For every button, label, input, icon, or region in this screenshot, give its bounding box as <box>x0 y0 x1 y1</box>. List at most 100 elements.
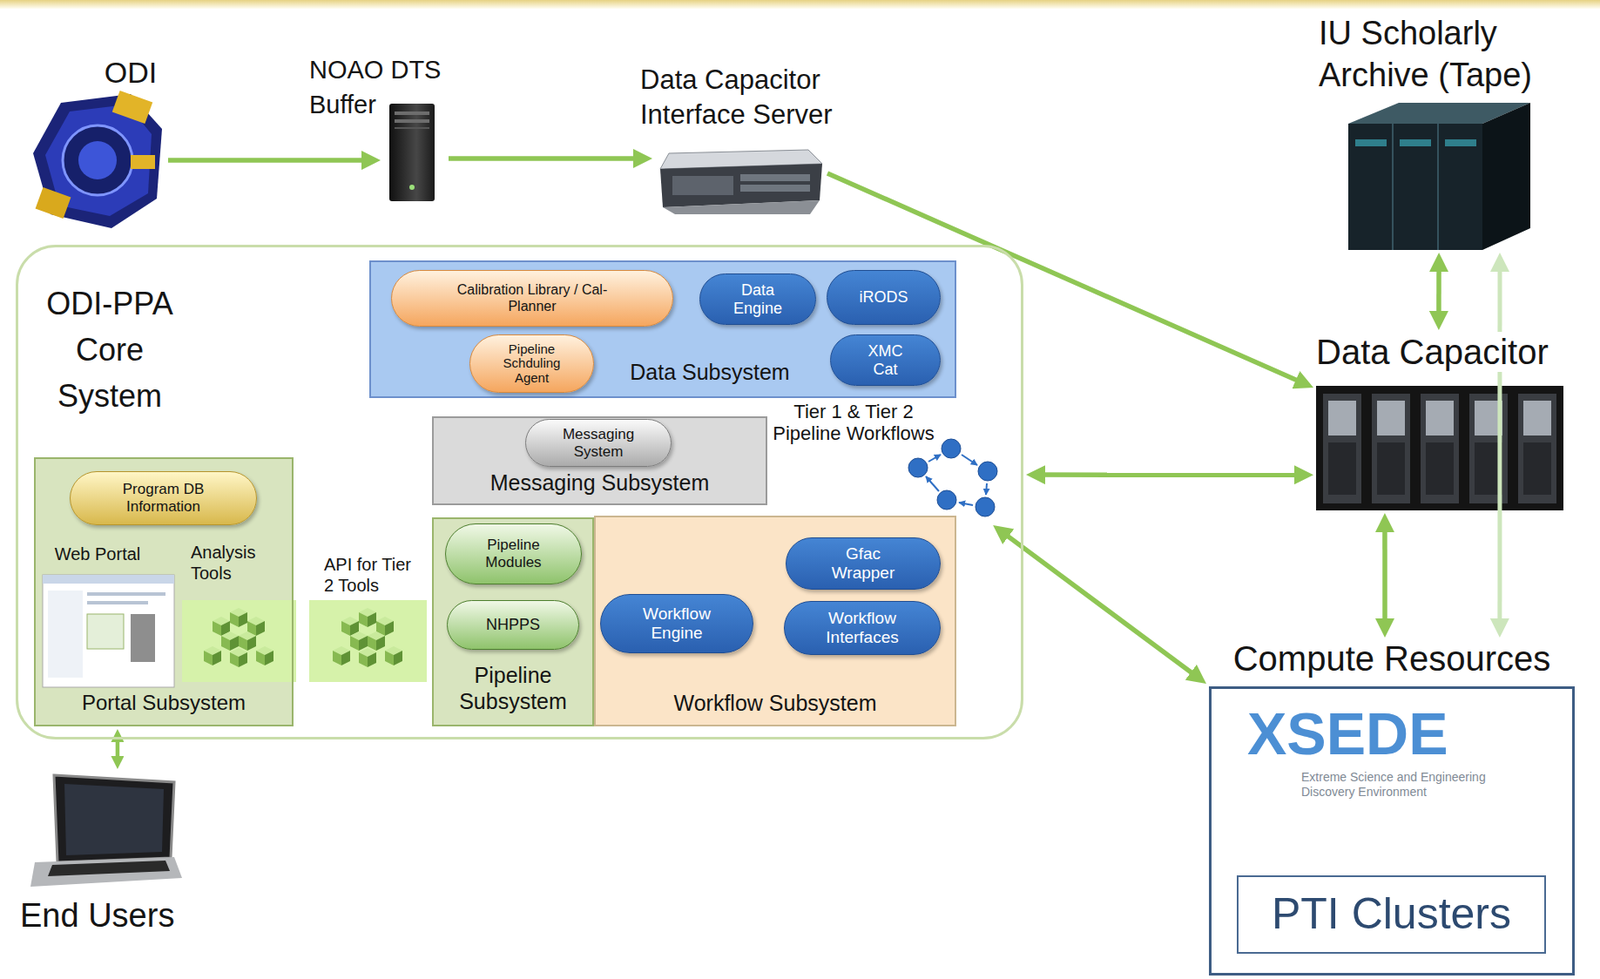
node-label: Data Engine <box>722 281 793 318</box>
drive-bay <box>672 175 734 196</box>
subsystem-box: Workflow SubsystemGfac WrapperWorkflow E… <box>594 515 957 727</box>
buffer-server: NOAO DTS Buffer <box>383 54 446 203</box>
connector-arrow <box>1382 521 1388 629</box>
subsystem-box: Messaging Subsystem Messaging System <box>432 416 768 506</box>
drive-bay <box>740 174 811 182</box>
api-tools-picture: API for Tier 2 Tools <box>309 553 427 682</box>
connector-arrow <box>1497 261 1502 629</box>
node-caption: Analysis Tools <box>190 541 270 584</box>
camera-lens <box>62 125 133 196</box>
node-caption: NOAO DTS Buffer <box>309 52 453 122</box>
node-caption: ODI <box>95 55 166 90</box>
connector-arrow <box>827 173 1306 385</box>
cycle-dot <box>937 490 957 510</box>
component-pill: Gfac Wrapper <box>785 537 941 590</box>
cabinet-seam <box>1391 123 1394 250</box>
logo-wordmark: XSEDE <box>1247 703 1483 763</box>
rack-server <box>660 149 823 215</box>
connector-arrow <box>999 530 1200 679</box>
storage-racks <box>1316 385 1564 511</box>
end-user-laptop: End Users <box>20 771 188 938</box>
node-label: Calibration Library / Cal-Planner <box>452 282 614 315</box>
node-caption: Messaging Subsystem <box>432 470 768 496</box>
connector-arrow <box>1034 472 1305 478</box>
camera-illustration <box>33 90 163 229</box>
camera-part <box>35 187 72 219</box>
drive-bay <box>394 111 430 115</box>
rack <box>1518 393 1557 504</box>
cluster-box: PTI Clusters <box>1236 875 1546 954</box>
tape-archive: IU Scholarly Archive (Tape) <box>1315 12 1568 250</box>
power-light <box>409 184 415 190</box>
node-caption: Portal Subsystem <box>33 690 294 716</box>
node-label: Messaging System <box>554 425 642 460</box>
cabinet-panel <box>1355 139 1387 147</box>
laptop-display <box>64 783 164 856</box>
tower-server <box>389 103 435 202</box>
rack-panel <box>1523 400 1552 436</box>
drive-bay <box>740 184 811 192</box>
cycle-dot <box>941 438 961 459</box>
cycle-arrow <box>985 483 987 495</box>
rack-room <box>1316 385 1564 511</box>
node-caption: Pipeline Subsystem <box>432 661 595 715</box>
compute-resources-group: Compute ResourcesPTI Clusters <box>1208 640 1575 975</box>
analysis-tools-picture: Analysis Tools <box>182 541 297 682</box>
subsystem-box: Data SubsystemCalibration Library / Cal-… <box>369 260 957 399</box>
node-caption: Data Capacitor Interface Server <box>640 62 850 133</box>
node-caption: Data Capacitor <box>1316 331 1569 372</box>
connector-arrow <box>448 155 644 162</box>
cube <box>229 607 248 628</box>
cube-cluster <box>332 607 403 668</box>
rack-panel <box>1377 400 1405 436</box>
laptop-screen <box>54 775 175 863</box>
rack-panel <box>1377 442 1405 495</box>
rack-panel <box>1523 442 1552 495</box>
subsystem-box: Pipeline SubsystemPipeline ModulesNHPPS <box>432 517 595 727</box>
node-caption: API for Tier 2 Tools <box>324 553 422 596</box>
component-pill: Workflow Interfaces <box>783 600 941 655</box>
compute-frame <box>1210 688 1574 975</box>
camera-part <box>112 90 153 124</box>
node-caption: Compute Resources <box>1208 638 1575 679</box>
cycle-arrow <box>961 454 978 466</box>
node-caption: IU Scholarly Archive (Tape) <box>1318 12 1580 96</box>
node-caption: Web Portal <box>45 544 150 565</box>
connector-arrow <box>168 157 372 163</box>
picture-ground <box>182 600 297 682</box>
web-portal-screenshot: Web Portal <box>40 544 179 689</box>
storage-cluster: Data Capacitor <box>1316 332 1564 511</box>
screenshot-table <box>87 614 124 649</box>
cabinet-side <box>1482 102 1531 250</box>
cabinet-panel <box>1399 139 1432 147</box>
drive-bay <box>394 119 430 123</box>
node-caption: Tier 1 & Tier 2 Pipeline Workflows <box>766 400 941 445</box>
cube <box>367 631 385 651</box>
cube <box>350 631 368 651</box>
rack <box>1420 393 1459 504</box>
component-pill: iRODS <box>826 270 941 325</box>
screenshot-block <box>130 614 156 662</box>
connector-arrow <box>1436 261 1442 322</box>
cycle-dot <box>908 458 928 478</box>
node-label: NHPPS <box>486 615 541 635</box>
camera-part <box>130 155 156 169</box>
interface-server: Data Capacitor Interface Server <box>654 62 825 215</box>
rack-panel <box>1425 400 1454 436</box>
component-pill: XMC Cat <box>830 334 941 386</box>
logo-subtitle: Extreme Science and Engineering Discover… <box>1301 769 1524 800</box>
cycle-dot <box>975 497 995 517</box>
cabinet-seam <box>1437 123 1439 250</box>
cube <box>358 648 377 668</box>
node-label: Workflow Interfaces <box>814 608 911 648</box>
node-caption: End Users <box>20 897 195 936</box>
screenshot-line <box>87 592 166 596</box>
node-label: Pipeline Schduling Agent <box>492 342 571 386</box>
telescope-instrument: ODI <box>30 59 166 230</box>
component-pill: Messaging System <box>525 418 672 467</box>
node-label: PTI Clusters <box>1271 889 1512 940</box>
cube <box>203 646 222 666</box>
node-label: XMC Cat <box>861 342 910 379</box>
cabinet-panel <box>1444 139 1477 147</box>
